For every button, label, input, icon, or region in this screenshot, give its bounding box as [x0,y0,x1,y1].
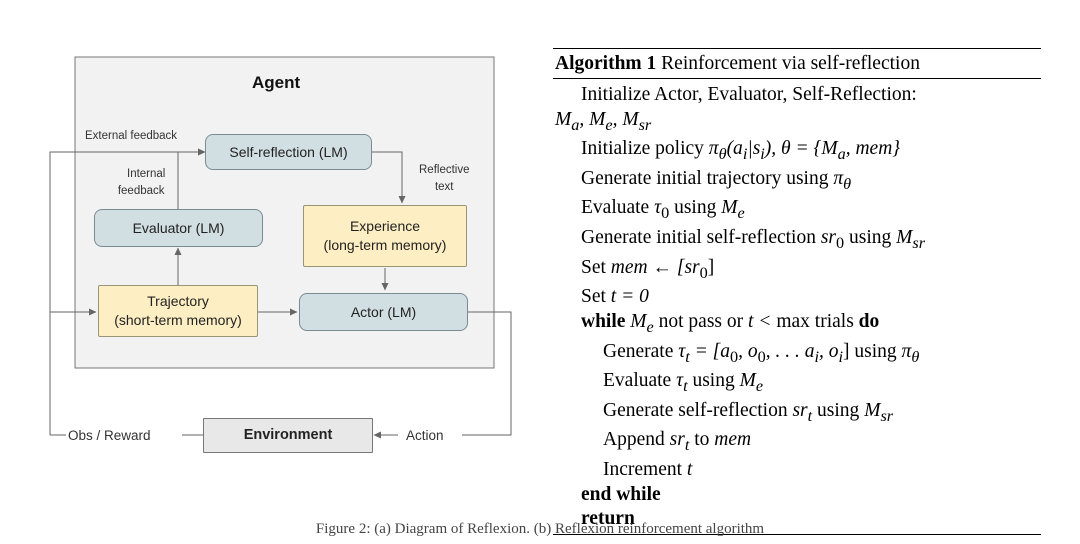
experience-sublabel: (long-term memory) [323,237,447,253]
algo-line-4: Generate initial trajectory using πθ [581,167,852,193]
algo-line-2: Ma, Me, Msr [555,108,652,134]
agent-title: Agent [252,73,301,92]
arrow-external-feedback [49,148,206,435]
algo-line-6: Generate initial self-reflection sr0 usi… [581,227,926,252]
external-feedback-label: External feedback [85,130,178,142]
self-reflection-label: Self-reflection (LM) [229,143,348,160]
algorithm-bottom-rule [553,534,1041,536]
algo-line-12: Generate self-reflection srt using Msr [603,399,894,425]
reflective-text-label: Reflective text [419,164,470,193]
trajectory-label: Trajectory [147,293,209,309]
algo-line-11: Evaluate τt using Me [603,370,764,396]
internal-feedback-label: Internal feedback [117,168,166,197]
arrow-actor-to-action [462,311,512,436]
algorithm-top-rule [553,48,1041,49]
algorithm-mid-rule [553,78,1041,79]
algo-line-15: end while [581,483,661,505]
algo-line-7: Set mem ← [sr0] [581,256,715,282]
actor-label: Actor (LM) [350,303,417,320]
algo-line-3: Initialize policy πθ(ai|si), θ = {Ma, me… [581,138,901,164]
algorithm-block: Algorithm 1 Reinforcement via self-refle… [553,48,1041,536]
environment-label: Environment [243,427,333,443]
algo-line-5: Evaluate τ0 using Me [581,197,745,223]
self-reflection-node: Self-reflection (LM) [205,134,372,170]
experience-label: Experience [349,218,421,234]
experience-node: Experience (long-term memory) [303,205,467,267]
evaluator-node: Evaluator (LM) [94,209,263,247]
algorithm-title: Algorithm 1 Reinforcement via self-refle… [555,53,920,74]
algo-line-8: Set t = 0 [581,286,649,308]
figure-caption: Figure 2: (a) Diagram of Reflexion. (b) … [315,521,765,537]
action-label: Action [406,428,444,443]
actor-node: Actor (LM) [299,293,468,331]
algorithm-body: Initialize Actor, Evaluator, Self-Reflec… [553,79,1041,534]
reflexion-diagram: Agent Self-reflection (LM) Evaluator (LM… [0,0,540,500]
arrow-self-reflection-to-experience [372,151,406,204]
obs-reward-label: Obs / Reward [68,428,151,443]
trajectory-sublabel: (short-term memory) [114,312,242,328]
algo-line-13: Append srt to mem [603,429,752,455]
algo-line-14: Increment t [603,458,693,480]
trajectory-node: Trajectory (short-term memory) [98,285,258,337]
algo-line-16: return [581,508,635,530]
algo-line-10: Generate τt = [a0, o0, . . . ai, oi] usi… [603,340,920,366]
algo-line-1: Initialize Actor, Evaluator, Self-Reflec… [581,84,917,105]
environment-node: Environment [203,418,373,453]
algo-line-9: while Me not pass or t < max trials do [581,310,880,336]
evaluator-label: Evaluator (LM) [132,219,225,236]
